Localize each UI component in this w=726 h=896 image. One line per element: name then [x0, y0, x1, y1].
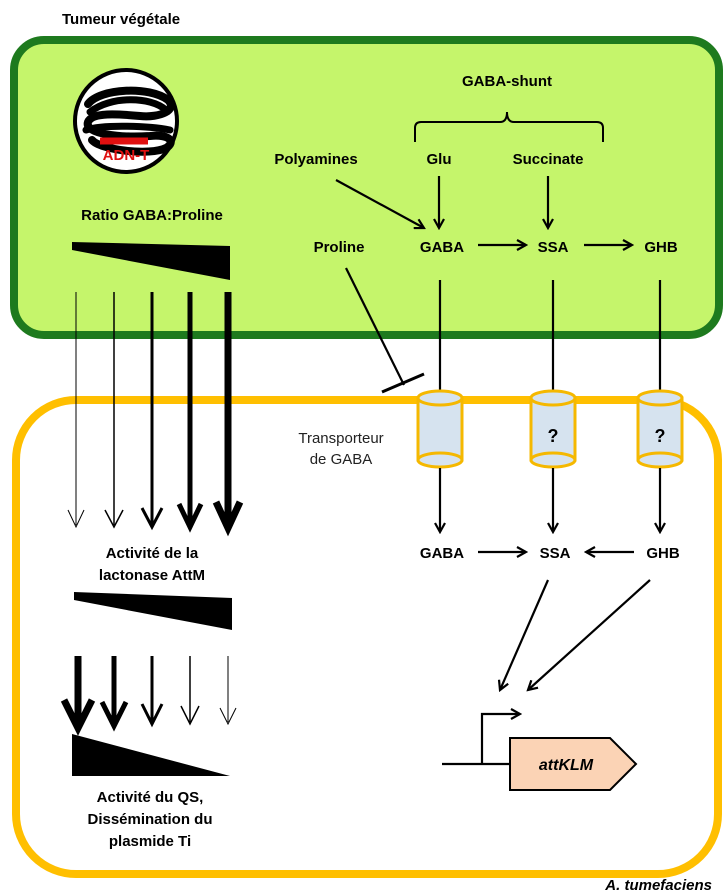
qs-arrow-4-head [180, 705, 200, 726]
qs-arrow-2-head [99, 700, 129, 732]
arrow-ssa-to-attklm [500, 579, 550, 690]
proline-inhibition-bar [381, 372, 425, 394]
gaba-shunt-brace [414, 111, 604, 142]
ghb-transporter: ? [636, 389, 684, 469]
proline-inhibition-line [345, 267, 405, 386]
qs-wedge [72, 734, 230, 776]
lactonase-label-line1: Activité de la [106, 545, 199, 562]
lactonase-label-line2: lactonase AttM [99, 567, 205, 584]
qs-arrow-5-head [219, 707, 237, 726]
polyamines-label: Polyamines [274, 151, 357, 168]
promoter-arrow [480, 714, 520, 764]
ssa-transporter: ? [529, 389, 577, 469]
plant-tumour-title: Tumeur végétale [62, 11, 180, 28]
ratio-arrow-4-head [176, 502, 204, 533]
succinate-label: Succinate [513, 151, 584, 168]
attklm-gene [509, 737, 638, 791]
ratio-arrow-3-head [140, 507, 164, 531]
qs-label-line3: plasmide Ti [109, 833, 191, 850]
arrow-ghb-to-attklm [528, 579, 651, 690]
qs-label-line2: Dissémination du [87, 811, 212, 828]
arrow-polyamines-to-gaba [335, 179, 424, 228]
attklm-operon: attKLM [442, 714, 638, 791]
bact-ghb-label: GHB [646, 545, 680, 562]
attklm-label: attKLM [539, 757, 594, 774]
transporter-label-line1: Transporteur [298, 430, 383, 447]
qs-label-line1: Activité du QS, [97, 789, 204, 806]
glu-label: Glu [427, 151, 452, 168]
ssa-transporter-unknown: ? [548, 426, 559, 446]
ratio-arrow-1-head [67, 509, 85, 529]
tdna-symbol: ADN-T [73, 68, 179, 174]
plant-ghb-label: GHB [644, 239, 678, 256]
plant-gaba-label: GABA [420, 239, 464, 256]
ghb-transporter-unknown: ? [655, 426, 666, 446]
ratio-arrows [67, 292, 244, 537]
proline-label: Proline [314, 239, 365, 256]
lactonase-wedge [74, 592, 232, 630]
qs-arrows [60, 656, 237, 736]
gaba-transporter [416, 389, 464, 469]
ratio-arrow-2-head [104, 509, 124, 529]
ratio-wedge [72, 242, 230, 280]
tdna-label: ADN-T [103, 147, 150, 164]
gaba-shunt-label: GABA-shunt [462, 73, 552, 90]
qs-arrow-1-head [60, 698, 96, 736]
bacterium-name: A. tumefaciens [604, 877, 712, 894]
ratio-arrow-5-head [212, 500, 244, 537]
bact-gaba-label: GABA [420, 545, 464, 562]
transporter-label-line2: de GABA [310, 451, 373, 468]
ratio-label: Ratio GABA:Proline [81, 207, 223, 224]
bact-ssa-label: SSA [540, 545, 571, 562]
plant-ssa-label: SSA [538, 239, 569, 256]
qs-arrow-3-head [140, 703, 164, 728]
